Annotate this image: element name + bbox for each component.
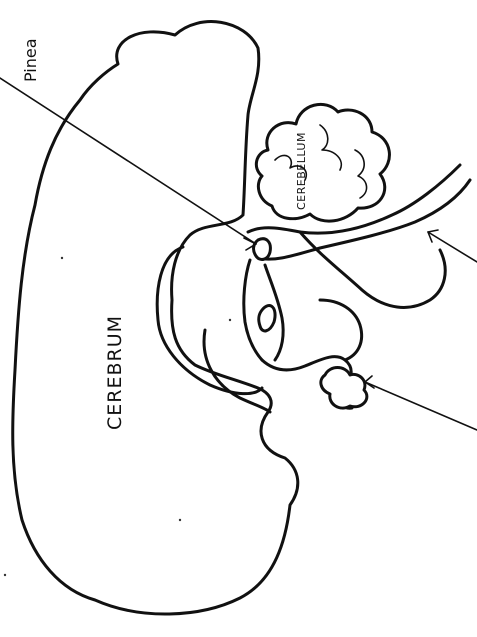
- third-ventricle: [259, 306, 275, 331]
- pons: [320, 300, 362, 360]
- scan-speck: [179, 519, 181, 521]
- brainstem-pointer-arrowhead: [428, 230, 438, 242]
- pineal-pointer-line: [0, 78, 256, 244]
- cerebellum-label: CEREBELLUM: [295, 132, 308, 210]
- cerebrum-label: CEREBRUM: [104, 315, 126, 430]
- scan-speck: [4, 574, 6, 576]
- scan-speck: [229, 319, 231, 321]
- top-left-label: Pinea: [21, 38, 40, 82]
- cerebrum-outline: [13, 22, 298, 614]
- pineal-gland: [254, 239, 271, 260]
- thalamus-left: [244, 260, 262, 360]
- cerebellum-outline: [256, 104, 389, 221]
- pituitary-pointer-line: [365, 382, 477, 430]
- scan-speck: [61, 257, 63, 259]
- cerebrum-inner-curve: [204, 330, 270, 412]
- pituitary-gland: [321, 368, 367, 409]
- brainstem-lower: [300, 232, 445, 307]
- brainstem-pointer-line: [428, 232, 477, 262]
